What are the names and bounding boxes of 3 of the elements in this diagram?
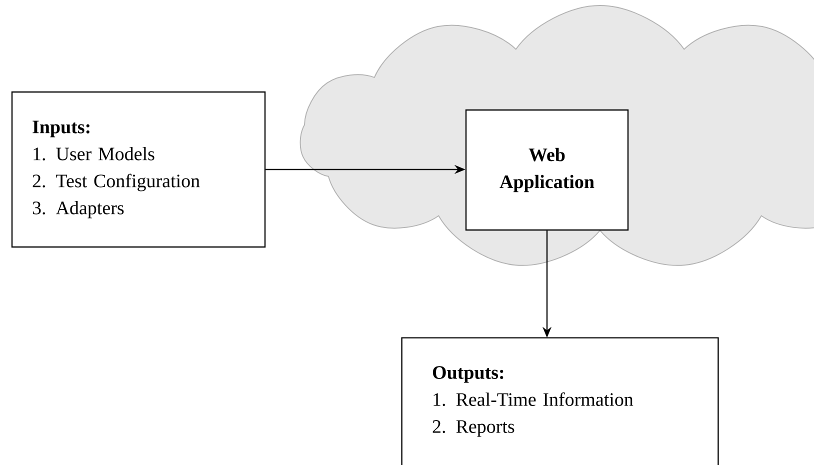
process-box: Web Application bbox=[465, 109, 629, 231]
text-box: Inputs: 1. User Models 2. Test Configuration 3. Adapters bbox=[11, 91, 266, 248]
text-box: Outputs: 1. Real-Time Information 2. Reports bbox=[401, 337, 719, 465]
